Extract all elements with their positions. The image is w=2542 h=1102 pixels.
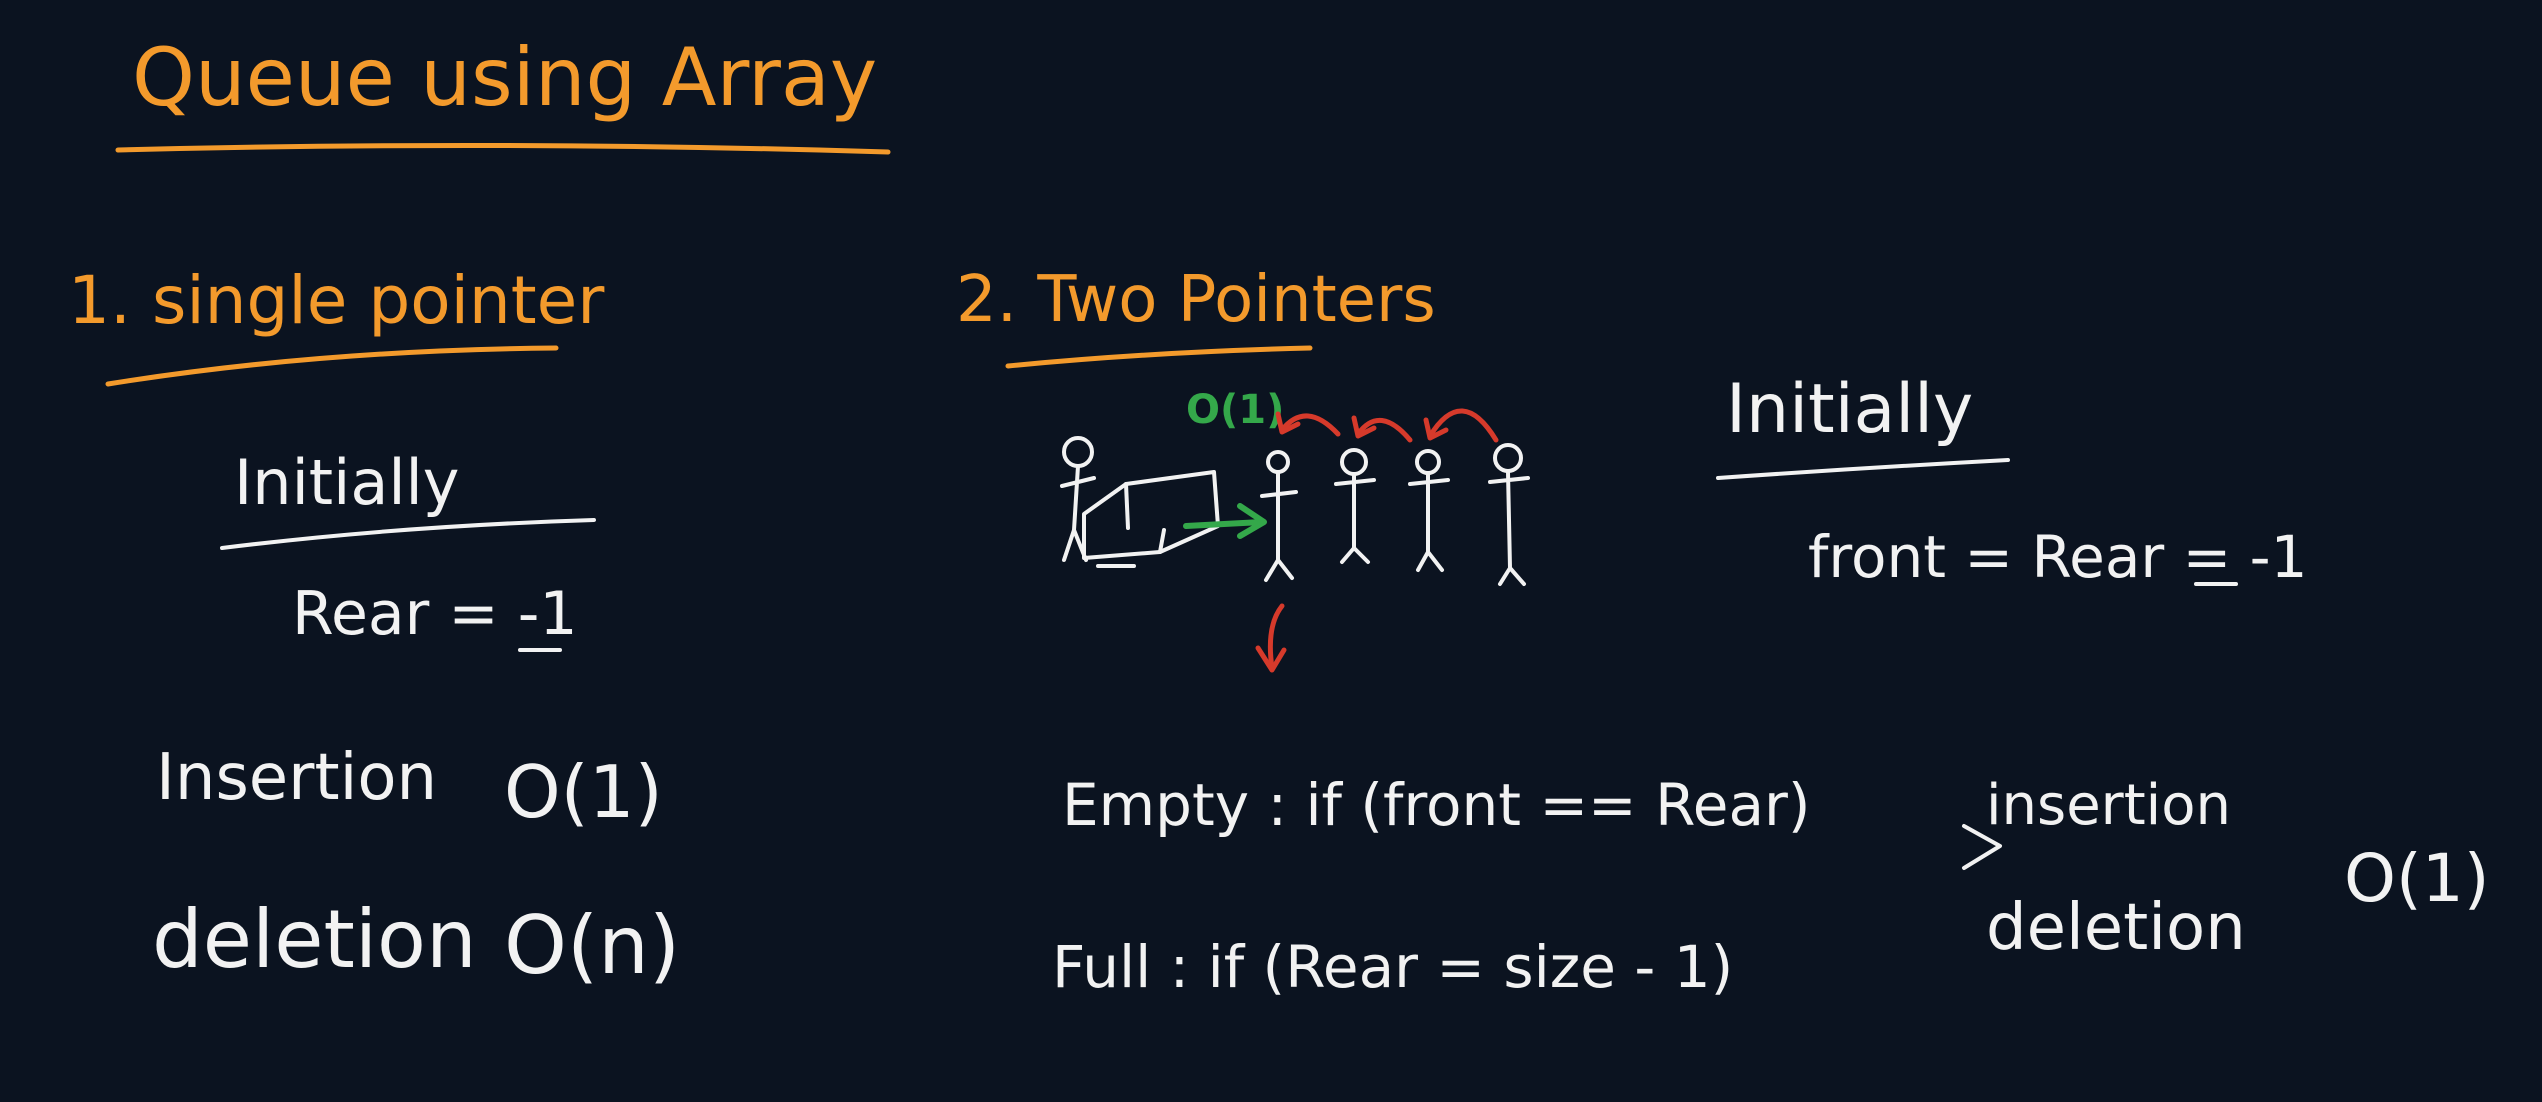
queue-person-1 bbox=[1260, 450, 1298, 582]
empty-condition: Empty : if (front == Rear) bbox=[1062, 771, 1811, 839]
title-underline bbox=[115, 142, 891, 155]
single-pointer-underline bbox=[105, 345, 559, 387]
single-pointer-heading: 1. single pointer bbox=[68, 262, 605, 339]
dequeue-arrow bbox=[1183, 503, 1267, 539]
two-pointers-initially-label: Initially bbox=[1726, 370, 1974, 449]
shift-arrows bbox=[1275, 408, 1499, 443]
single-pointer-initially-underline bbox=[220, 518, 596, 550]
single-pointer-insertion-cost: O(1) bbox=[504, 750, 663, 834]
removed-element-arrow bbox=[1255, 603, 1287, 673]
full-condition: Full : if (Rear = size - 1) bbox=[1052, 933, 1734, 1001]
diagram-complexity-note: O(1) bbox=[1186, 387, 1285, 433]
two-pointers-shared-cost: O(1) bbox=[2344, 840, 2490, 917]
two-pointers-insertion-label: insertion bbox=[1986, 773, 2231, 838]
page-title: Queue using Array bbox=[132, 31, 878, 124]
ticket-counter-drawing bbox=[1060, 436, 1220, 568]
single-pointer-initially-label: Initially bbox=[234, 446, 460, 519]
queue-person-3 bbox=[1408, 449, 1450, 572]
single-pointer-rear-init: Rear = -1 bbox=[292, 579, 578, 649]
single-pointer-deletion-cost: O(n) bbox=[504, 899, 681, 992]
single-pointer-deletion-label: deletion bbox=[152, 893, 477, 986]
two-pointers-init-value: front = Rear = -1 bbox=[1808, 523, 2308, 591]
queue-person-2 bbox=[1334, 448, 1376, 564]
queue-person-4 bbox=[1488, 443, 1530, 586]
cost-bracket bbox=[1962, 824, 2002, 870]
two-pointers-heading: 2. Two Pointers bbox=[956, 263, 1436, 337]
two-pointers-initially-underline bbox=[1716, 458, 2010, 480]
two-pointers-underline bbox=[1005, 345, 1313, 369]
single-pointer-insertion-label: Insertion bbox=[156, 741, 438, 815]
two-pointers-deletion-label: deletion bbox=[1986, 891, 2246, 965]
